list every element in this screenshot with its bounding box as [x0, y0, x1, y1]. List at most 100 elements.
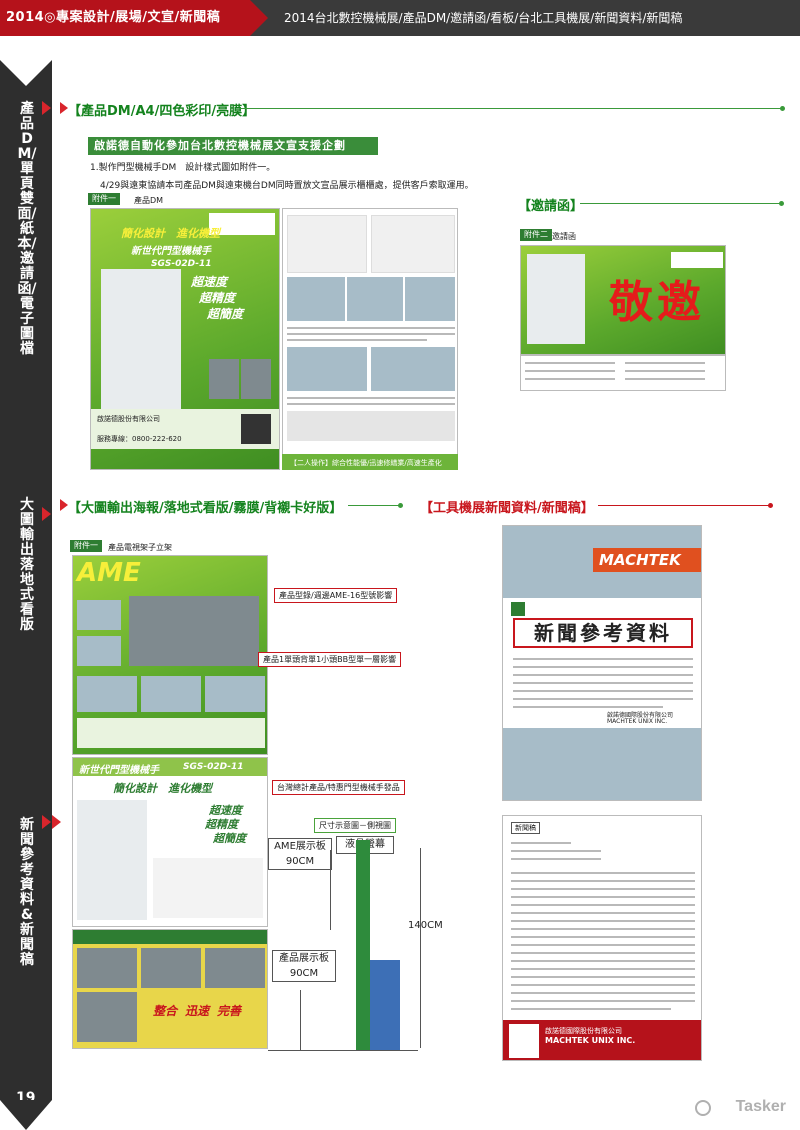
news-footer-company-cn: 啟諾德國際股份有限公司	[545, 1027, 622, 1035]
dm-model: SGS-02D-11	[151, 259, 212, 269]
news-company-en: MACHTEK UNIX INC.	[607, 718, 668, 725]
poster-callout-green: 尺寸示意圖－側視圖	[314, 818, 396, 833]
qr-code-image	[241, 414, 271, 444]
stand-label: 產品展示板	[279, 953, 329, 964]
machtek-logo	[671, 252, 723, 268]
section-title-dm: 【產品DM/A4/四色彩印/亮膜】	[68, 104, 256, 119]
drawing-image	[371, 215, 455, 273]
dm-footer: 【二人操作】綜合性能優/迅速修繕業/高速生產化	[290, 459, 442, 467]
poster-slogan-1: 新世代門型機械手	[79, 765, 159, 776]
dm-slogan-1: 簡化設計 進化機型	[121, 227, 220, 240]
divider-dot-icon	[780, 106, 785, 111]
news-page-1: MACHTEK 新聞參考資料 啟諾德國際股份有限公司 MACHTEK UNIX …	[502, 525, 702, 801]
machine-photo	[287, 347, 367, 391]
machine-photo	[141, 676, 201, 712]
drawing-image	[287, 215, 367, 273]
section-divider	[348, 505, 400, 506]
poster-bottom-word-2: 迅速	[185, 1004, 210, 1018]
sidebar-label-news: 新聞參考資料&新聞稿	[20, 817, 34, 968]
left-sidebar	[0, 60, 52, 1115]
machtek-logo	[511, 602, 525, 616]
attachment-tag: 附件一	[88, 193, 120, 205]
machine-photo	[77, 676, 137, 712]
header-arrow-icon	[250, 0, 268, 36]
arrow-icon	[42, 101, 51, 115]
tasker-logo-icon	[695, 1100, 711, 1116]
machtek-logo	[209, 213, 275, 235]
machine-photo	[205, 676, 265, 712]
board-size: 90CM	[285, 856, 315, 867]
dm-note-line: 4/29與遠東協請本司產品DM與遠東機台DM同時置放文宣品展示櫃櫃處，提供客戶索…	[100, 181, 474, 191]
news-brand: MACHTEK	[593, 548, 701, 572]
dm-note-line: 1.製作門型機械手DM 設計樣式圖如附件一。	[90, 163, 276, 173]
divider-dot-icon	[779, 201, 784, 206]
section-title-news: 【工具機展新聞資料/新聞稿】	[420, 501, 594, 516]
arrow-icon	[52, 815, 61, 829]
poster-slogan-4: 超精度	[205, 818, 238, 831]
sidebar-label-dm: 產品DM/單頁雙面/紙本/邀請函/電子圖檔	[17, 101, 37, 357]
machine-photo	[77, 992, 137, 1042]
board-label-box: AME展示板 90CM	[268, 838, 332, 870]
height-label: 140CM	[408, 920, 443, 931]
section-title-poster: 【大圖輸出海報/落地式看版/霧膜/背襯卡好版】	[68, 501, 343, 516]
news-footer-company-en: MACHTEK UNIX INC.	[545, 1036, 636, 1045]
robot-arm-image	[101, 269, 181, 409]
poster-model: SGS-02D-11	[183, 762, 244, 772]
poster-slogan-2: 簡化設計 進化機型	[113, 782, 212, 795]
dm-slogan-2: 新世代門型機械手	[131, 246, 211, 257]
machine-photo	[129, 596, 259, 666]
sidebar-label-poster: 大圖輸出落地式看版	[20, 497, 34, 633]
divider-dot-icon	[398, 503, 403, 508]
watermark: Tasker	[735, 1098, 786, 1115]
news-label: 新聞稿	[511, 822, 540, 834]
qr-code-image	[509, 1024, 539, 1058]
dm-slogan-4: 超精度	[199, 291, 236, 305]
section-title-invite: 【邀請函】	[518, 199, 584, 214]
invite-info	[520, 355, 726, 391]
poster-callout: 產品1單頭背單1小頭BB型單一層影響	[258, 652, 402, 667]
arrow-icon	[42, 507, 51, 521]
poster-brand: AME	[77, 558, 141, 588]
poster-callout: 台灣總計產品/特惠門型機械手發品	[272, 780, 405, 795]
poster-top-board: AME	[72, 555, 268, 755]
display-stand-image	[370, 960, 400, 1050]
arrow-icon	[60, 102, 68, 114]
spec-strip-image	[287, 411, 455, 441]
header-right-title: 2014台北數控機械展/產品DM/邀請函/看板/台北工具機展/新聞資料/新聞稿	[250, 0, 800, 36]
machine-photo	[141, 948, 201, 988]
dm-hotline: 服務專線：0800-222-620	[97, 435, 182, 443]
machine-photo	[371, 347, 455, 391]
attachment-label: 產品電視架子立架	[108, 543, 172, 552]
news-page-2: 新聞稿 啟諾德國際股份有限公司 MACHTEK UNIX INC.	[502, 815, 702, 1061]
poster-slogan-5: 超簡度	[213, 832, 246, 845]
arrow-icon	[42, 815, 51, 829]
machine-photo	[77, 948, 137, 988]
display-wall-image	[356, 840, 370, 1050]
section-divider	[598, 505, 770, 506]
machine-photo	[205, 948, 265, 988]
poster-slogan-3: 超速度	[209, 804, 242, 817]
poster-bottom-board: 整合 迅速 完善	[72, 929, 268, 1049]
stand-label-box: 產品展示板 90CM	[272, 950, 336, 982]
dm-back-page	[282, 208, 458, 470]
robot-arm-image	[77, 800, 147, 920]
section-divider	[240, 108, 782, 109]
invite-card: 敬邀	[520, 245, 726, 355]
dm-slogan-5: 超簡度	[207, 307, 244, 321]
arrow-icon	[60, 499, 68, 511]
news-title: 新聞參考資料	[513, 618, 693, 648]
attachment-label: 產品DM	[134, 196, 164, 205]
machine-photo	[77, 636, 121, 666]
poster-bottom-word-1: 整合	[153, 1004, 178, 1018]
invite-greeting: 敬邀	[609, 277, 705, 328]
poster-callout: 產品型錄/週邊AME-16型號影響	[274, 588, 398, 603]
stand-size: 90CM	[289, 968, 319, 979]
robot-arm-image	[527, 254, 585, 344]
divider-dot-icon	[768, 503, 773, 508]
poster-middle-board: 新世代門型機械手 SGS-02D-11 簡化設計 進化機型 超速度 超精度 超簡…	[72, 757, 268, 927]
attachment-tag: 附件二	[520, 229, 552, 241]
dm-slogan-3: 超速度	[191, 275, 228, 289]
machine-photo	[77, 600, 121, 630]
section-divider	[580, 203, 780, 204]
header-left-title: 2014◎專案設計/展場/文宣/新聞稿	[0, 0, 258, 36]
